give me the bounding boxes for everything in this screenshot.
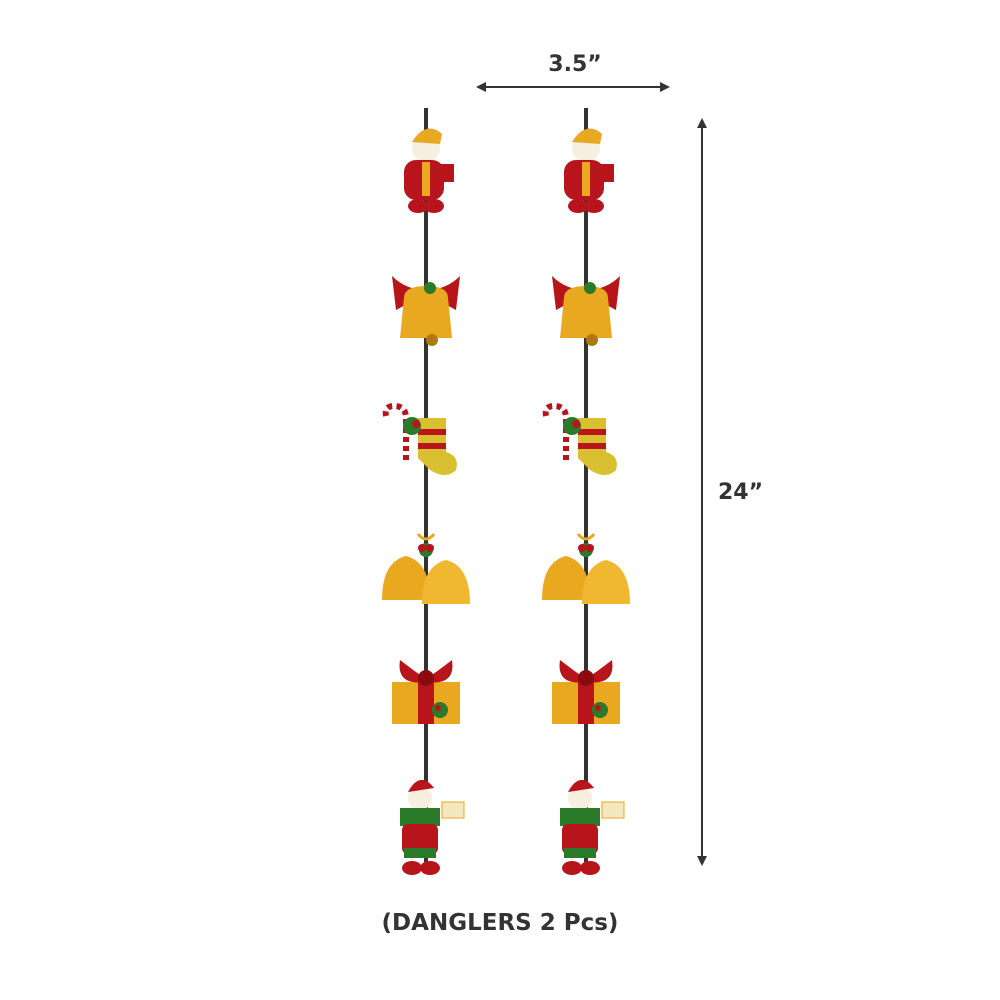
bell-with-bow-ornament [552, 276, 620, 346]
width-label: 3.5” [548, 52, 602, 77]
snowman-with-sign-ornament [560, 779, 625, 875]
width-dimension-arrow [476, 82, 670, 92]
dangler-strand-1 [382, 108, 470, 875]
snowman-with-sign-ornament [400, 779, 465, 875]
candy-cane-stocking-ornament [382, 402, 457, 475]
dangler-strand-2 [542, 108, 630, 875]
double-bells-ornament [382, 533, 470, 604]
height-label: 24” [718, 480, 764, 505]
snowman-with-gift-ornament [564, 128, 614, 213]
height-dimension-arrow [697, 118, 707, 866]
double-bells-ornament [542, 533, 630, 604]
caption: (DANGLERS 2 Pcs) [381, 910, 619, 936]
candy-cane-stocking-ornament [542, 402, 617, 475]
gift-box-ornament [552, 660, 620, 724]
bell-with-bow-ornament [392, 276, 460, 346]
gift-box-ornament [392, 660, 460, 724]
snowman-with-gift-ornament [404, 128, 454, 213]
